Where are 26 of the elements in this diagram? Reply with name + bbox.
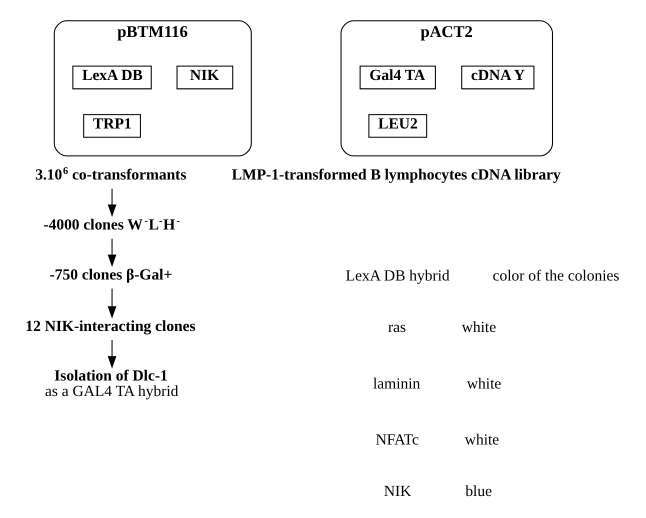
label: white bbox=[461, 319, 496, 336]
label: ras bbox=[387, 319, 406, 336]
arrow bbox=[107, 288, 116, 319]
label: white bbox=[466, 375, 501, 392]
arrow bbox=[107, 238, 116, 267]
node-text: 3.10$^{6}$ co-transformants bbox=[34, 166, 186, 184]
label: white bbox=[464, 432, 499, 449]
node-box: LexA DB bbox=[72, 66, 152, 90]
label: color of the colonies bbox=[492, 268, 619, 285]
node-text: -4000 clones W$^{-}$L$^{-}$H$^{-}$ bbox=[42, 216, 180, 234]
arrow bbox=[107, 188, 116, 217]
node-box: NIK bbox=[176, 66, 233, 90]
label: LexA DB hybrid bbox=[345, 268, 450, 285]
node-text: 12 NIK-interacting clones bbox=[24, 318, 196, 336]
arrow bbox=[107, 340, 116, 369]
label: LMP-1-transformed B lymphocytes cDNA library bbox=[231, 166, 560, 184]
node-box: LEU2 bbox=[368, 114, 427, 138]
label: blue bbox=[464, 483, 492, 500]
label: laminin bbox=[372, 375, 420, 392]
label: NFATc bbox=[375, 432, 418, 449]
label: NIK bbox=[383, 483, 411, 500]
node-box: Gal4 TA bbox=[359, 66, 436, 90]
node-box: cDNA Y bbox=[460, 66, 534, 90]
node-text: Isolation of Dlc-1 as a GAL4 TA hybrid bbox=[44, 368, 178, 400]
node-text: -750 clones β-Gal+ bbox=[49, 266, 172, 284]
node-box: TRP1 bbox=[82, 114, 140, 138]
